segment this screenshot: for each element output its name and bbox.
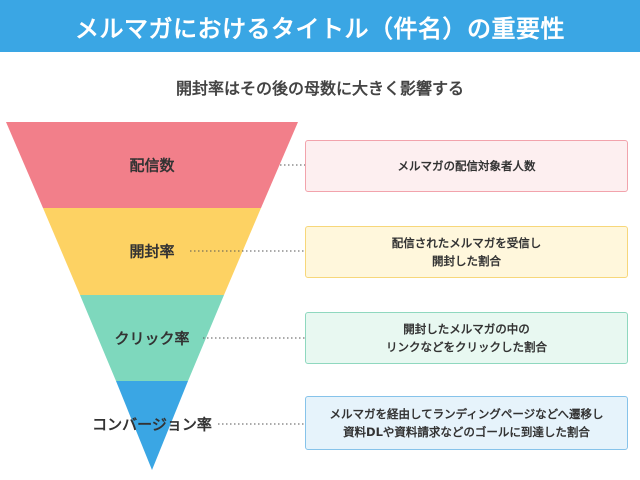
stage-label-open-rate: 開封率 [129,242,175,261]
description-text: メルマガを経由してランディングページなどへ遷移し [329,406,604,421]
funnel-stage-open-rate [43,208,261,295]
description-box-open-rate: 配信されたメルマガを受信し 開封した割合 [305,226,628,278]
description-text: メルマガの配信対象者人数 [397,158,536,173]
stage-label-click-rate: クリック率 [114,329,190,348]
page-title: メルマガにおけるタイトル（件名）の重要性 [0,0,640,52]
description-box-click-rate: 開封したメルマガの中の リンクなどをクリックした割合 [305,312,628,364]
description-text: 開封したメルマガの中の [403,321,530,336]
description-text: 開封した割合 [432,254,501,268]
description-text: 資料DLや資料請求などのゴールに到達した割合 [343,425,590,439]
description-text: 配信されたメルマガを受信し [391,235,542,250]
funnel-stage-delivery [6,122,298,208]
description-box-conversion-rate: メルマガを経由してランディングページなどへ遷移し 資料DLや資料請求などのゴール… [305,396,628,450]
stage-label-conversion-rate: コンバージョン率 [92,415,212,434]
funnel-stage-conversion-rate [116,381,188,470]
description-box-delivery: メルマガの配信対象者人数 [305,140,628,192]
stage-label-delivery: 配信数 [129,156,175,175]
subtitle: 開封率はその後の母数に大きく影響する [175,79,464,98]
description-text: リンクなどをクリックした割合 [386,340,547,354]
funnel-stage-click-rate [80,295,224,381]
